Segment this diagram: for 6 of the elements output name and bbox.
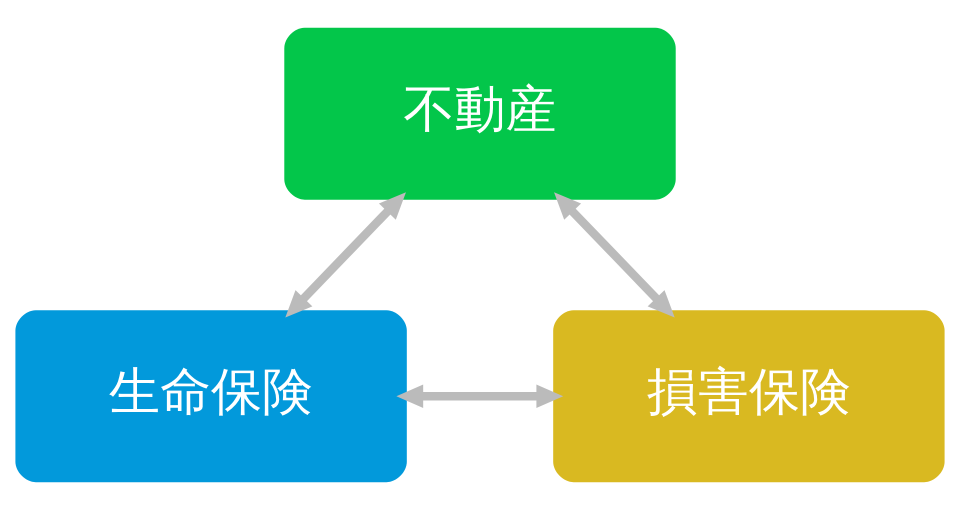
arrow — [396, 384, 564, 408]
arrow — [285, 192, 406, 318]
arrow — [554, 192, 675, 318]
node-box: 不動産 — [284, 28, 676, 200]
node-box: 生命保険 — [15, 310, 407, 482]
node-box: 損害保険 — [553, 310, 945, 482]
